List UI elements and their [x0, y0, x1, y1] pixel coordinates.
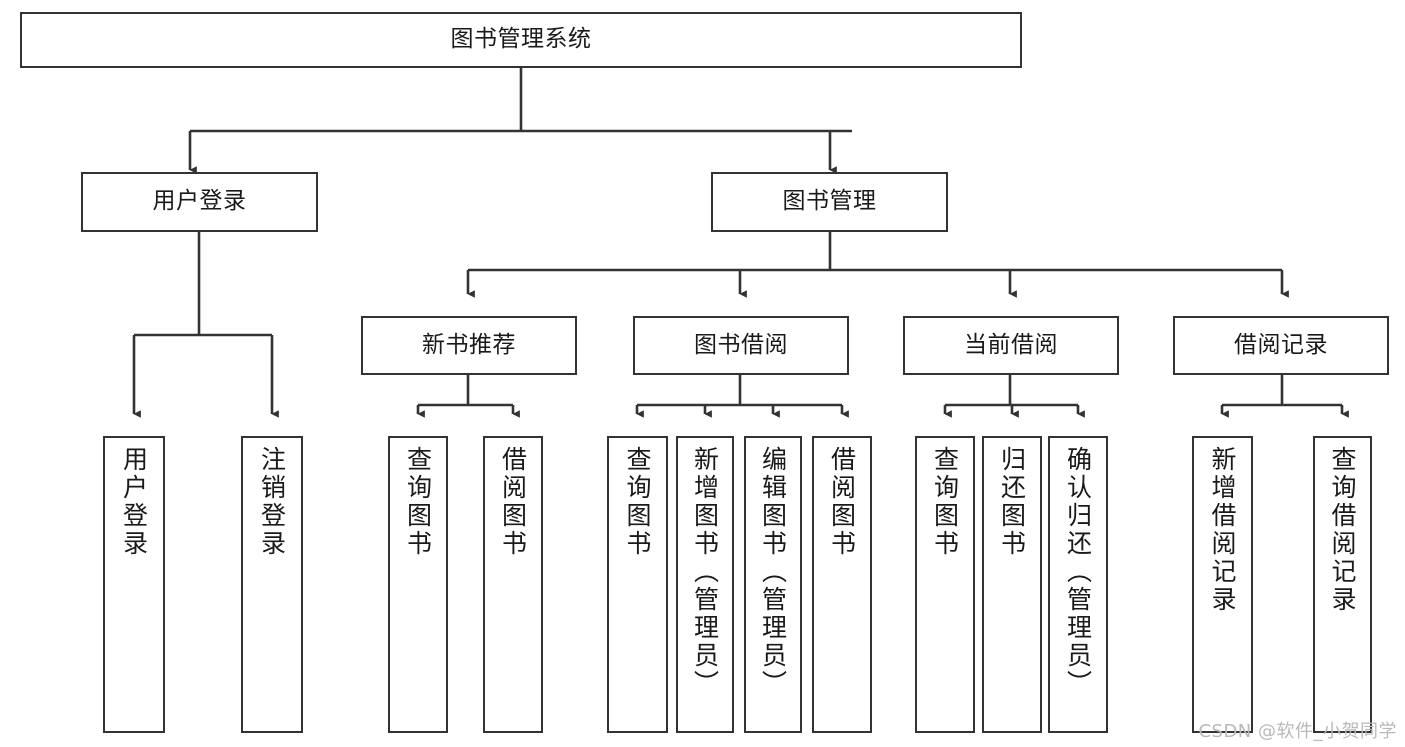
node-root-label: 图书管理系统	[450, 26, 592, 53]
csdn-watermark: CSDN @软件_小贺同学	[1198, 721, 1397, 742]
leaf-query-book-recommendation-label: 查询图书	[403, 446, 433, 558]
node-new-book-recommendation-label: 新书推荐	[422, 331, 516, 358]
leaf-query-book-current-label: 查询图书	[930, 446, 960, 558]
node-current-borrow[interactable]: 当前借阅	[903, 316, 1119, 375]
node-borrow-record-label: 借阅记录	[1234, 331, 1328, 358]
leaf-borrow-book-recommendation-label: 借阅图书	[498, 446, 528, 558]
leaf-query-book-recommendation[interactable]: 查询图书	[388, 436, 448, 733]
leaf-confirm-return[interactable]: 确认归还（管理员）	[1048, 436, 1108, 733]
node-book-manage[interactable]: 图书管理	[711, 172, 948, 232]
leaf-logout[interactable]: 注销登录	[241, 436, 303, 733]
leaf-query-borrow-record[interactable]: 查询借阅记录	[1313, 436, 1372, 733]
leaf-add-book-label: 新增图书（管理员）	[690, 446, 720, 698]
leaf-logout-label: 注销登录	[257, 446, 287, 558]
node-new-book-recommendation[interactable]: 新书推荐	[361, 316, 577, 375]
leaf-query-book-current[interactable]: 查询图书	[915, 436, 975, 733]
leaf-borrow-book-recommendation[interactable]: 借阅图书	[483, 436, 543, 733]
node-book-borrow-label: 图书借阅	[694, 331, 788, 358]
node-book-borrow[interactable]: 图书借阅	[633, 316, 849, 375]
leaf-add-borrow-record-label: 新增借阅记录	[1208, 446, 1237, 614]
leaf-return-book[interactable]: 归还图书	[982, 436, 1042, 733]
leaf-user-login-label: 用户登录	[119, 446, 149, 558]
leaf-edit-book[interactable]: 编辑图书（管理员）	[744, 436, 802, 733]
leaf-user-login[interactable]: 用户登录	[103, 436, 165, 733]
leaf-add-book[interactable]: 新增图书（管理员）	[676, 436, 734, 733]
leaf-return-book-label: 归还图书	[997, 446, 1027, 558]
leaf-edit-book-label: 编辑图书（管理员）	[758, 446, 788, 698]
node-user-login[interactable]: 用户登录	[81, 172, 318, 232]
node-borrow-record[interactable]: 借阅记录	[1173, 316, 1389, 375]
leaf-confirm-return-label: 确认归还（管理员）	[1063, 446, 1093, 698]
node-current-borrow-label: 当前借阅	[964, 331, 1058, 358]
leaf-add-borrow-record[interactable]: 新增借阅记录	[1192, 436, 1253, 733]
leaf-borrow-book-label: 借阅图书	[827, 446, 857, 558]
leaf-query-book-borrow-label: 查询图书	[623, 446, 652, 558]
leaf-borrow-book[interactable]: 借阅图书	[812, 436, 872, 733]
leaf-query-book-borrow[interactable]: 查询图书	[607, 436, 668, 733]
node-book-manage-label: 图书管理	[782, 188, 877, 215]
node-root[interactable]: 图书管理系统	[20, 12, 1022, 68]
node-user-login-label: 用户登录	[152, 188, 247, 215]
leaf-query-borrow-record-label: 查询借阅记录	[1328, 446, 1357, 614]
